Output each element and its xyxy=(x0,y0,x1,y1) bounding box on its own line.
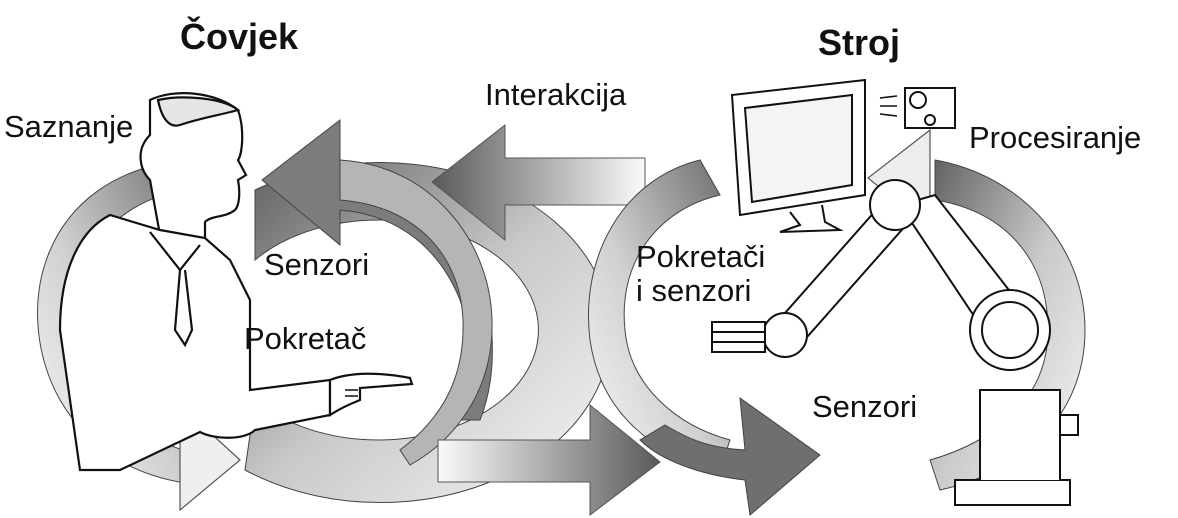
label-human-actuator: Pokretač xyxy=(244,321,367,356)
label-machine-sensors: Senzori xyxy=(812,389,918,424)
label-processing: Procesiranje xyxy=(969,120,1142,155)
human-loop-ring xyxy=(244,162,611,503)
title-human: Čovjek xyxy=(180,16,299,57)
title-machine: Stroj xyxy=(818,22,901,63)
human-hand xyxy=(328,372,414,417)
human-figure xyxy=(58,92,414,472)
machine-arrowhead-bottom xyxy=(639,396,821,516)
interaction-arrow-bottom xyxy=(437,403,661,517)
label-machine-actuators: Pokretači i senzori xyxy=(636,239,766,309)
human-body xyxy=(58,213,332,472)
interaction-arrow-top xyxy=(431,123,646,242)
label-interaction: Interakcija xyxy=(485,77,627,112)
label-human-sensors: Senzori xyxy=(264,247,370,282)
label-cognition: Saznanje xyxy=(4,109,134,144)
robot-base xyxy=(954,479,1071,506)
robot xyxy=(711,78,1079,506)
human-right-arc xyxy=(339,159,493,466)
